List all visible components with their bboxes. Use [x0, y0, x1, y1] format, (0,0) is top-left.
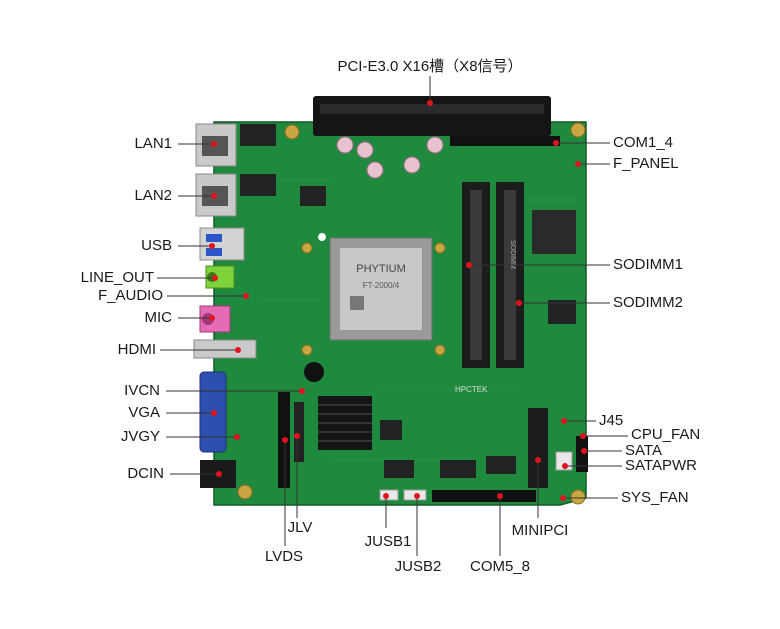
label-sodimm1: SODIMM1	[613, 256, 684, 273]
label-sodimm2: SODIMM2	[613, 294, 684, 311]
mounting-holes	[237, 122, 586, 505]
label-minipci: MINIPCI	[511, 522, 569, 539]
label-lan1: LAN1	[134, 135, 172, 152]
sodimm-mark: SODIMM	[509, 240, 516, 269]
jusb1-header	[379, 489, 399, 501]
leader-lines	[157, 76, 628, 556]
label-jvgy: JVGY	[120, 428, 160, 445]
label-sys-fan: SYS_FAN	[621, 489, 689, 506]
label-com1-4: COM1_4	[613, 134, 674, 151]
line-out-jack	[205, 265, 235, 289]
minipci-slot	[528, 408, 548, 488]
label-line-out: LINE_OUT	[80, 269, 154, 286]
label-f-audio: F_AUDIO	[97, 287, 163, 304]
label-hdmi: HDMI	[117, 341, 156, 358]
mic-jack	[199, 305, 231, 333]
sata-connector	[576, 436, 588, 472]
label-f-panel: F_PANEL	[613, 155, 679, 172]
label-usb: USB	[141, 237, 172, 254]
label-com5-8: COM5_8	[469, 558, 531, 575]
cpu-model: FT-2000/4	[363, 281, 400, 290]
bridge-chip	[532, 210, 576, 254]
cpu-brand: PHYTIUM	[356, 263, 406, 275]
label-satapwr: SATAPWR	[625, 457, 697, 474]
jlv-header	[294, 402, 304, 462]
label-lan2: LAN2	[134, 187, 172, 204]
label-pcie-slot: PCI-E3.0 X16槽（X8信号）	[337, 58, 523, 75]
label-lvds: LVDS	[264, 548, 304, 565]
label-sata: SATA	[625, 442, 662, 459]
com5-8-header	[432, 490, 536, 502]
label-dcin: DCIN	[127, 465, 164, 482]
label-j45: J45	[599, 412, 624, 429]
marker-dots	[209, 100, 587, 501]
label-jlv: JLV	[287, 519, 313, 536]
label-vga: VGA	[128, 404, 160, 421]
hdmi-port	[193, 339, 257, 359]
label-jusb2: JUSB2	[394, 558, 442, 575]
label-cpu-fan: CPU_FAN	[631, 426, 701, 443]
label-jusb1: JUSB1	[364, 533, 412, 550]
label-mic: MIC	[144, 309, 173, 326]
maker-mark: HPCTEK	[455, 385, 488, 394]
label-ivcn: IVCN	[124, 382, 160, 399]
